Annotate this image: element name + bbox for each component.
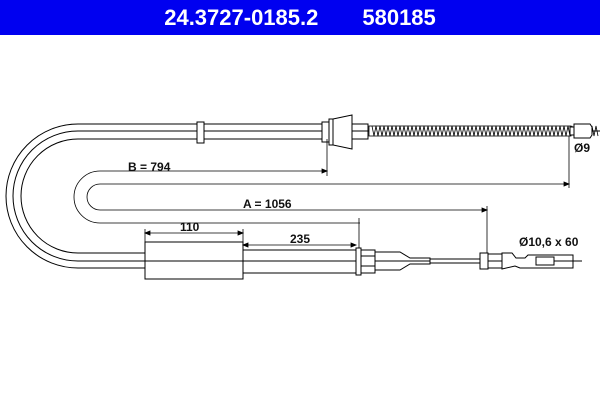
sleeve-dimensions [143,229,358,250]
title-bar: 24.3727-0185.2 580185 [0,0,600,35]
reference-number: 580185 [362,4,436,30]
cable-sheath [5,123,200,269]
nipple-end [569,123,600,139]
dimension-110-label: 110 [180,220,200,234]
cone-fitting [321,114,372,150]
spring [368,125,599,137]
eye-spec-label: Ø10,6 x 60 [519,235,579,249]
part-number: 24.3727-0185.2 [164,4,319,30]
dimension-a-label: A = 1056 [243,197,292,211]
upper-sheath [196,121,323,144]
diameter-9-label: Ø9 [574,141,590,155]
inner-wire [430,258,482,264]
inner-dimension-loop [73,136,571,260]
lower-sleeve [144,241,431,280]
dimension-235-label: 235 [290,232,310,246]
dimension-b-label: B = 794 [128,160,171,174]
eye-end-fitting [479,252,582,270]
